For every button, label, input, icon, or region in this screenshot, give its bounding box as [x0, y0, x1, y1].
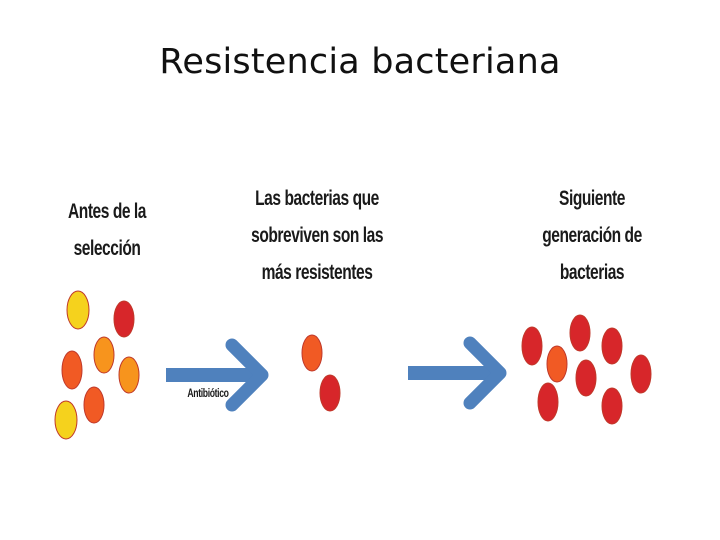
bacterium	[301, 334, 323, 372]
bacterium	[546, 345, 568, 383]
bacterium	[113, 300, 135, 338]
arrow-group	[166, 336, 507, 412]
arrow-icon	[408, 336, 507, 410]
bacteria-group	[54, 290, 652, 440]
bacterium	[537, 382, 559, 422]
caption-line: generación de	[542, 224, 642, 247]
caption-survivors: Las bacterias que sobreviven son las más…	[251, 180, 383, 291]
bacterium	[54, 400, 78, 440]
bacterium	[521, 326, 543, 366]
bacterium	[66, 290, 90, 330]
bacterium	[569, 314, 591, 352]
arrow-head	[225, 338, 269, 412]
caption-before-selection: Antes de la selección	[56, 193, 158, 267]
caption-line: selección	[73, 237, 141, 260]
caption-line: Las bacterias que	[255, 187, 379, 210]
arrow-icon	[166, 338, 269, 412]
caption-next-generation: Siguiente generación de bacterias	[530, 180, 654, 291]
bacterium	[630, 354, 652, 394]
caption-line: Siguiente	[559, 187, 625, 210]
bacterium	[601, 387, 623, 425]
antibiotic-label: Antibiótico	[187, 386, 229, 400]
bacterium	[61, 350, 83, 390]
bacterium	[575, 359, 597, 397]
bacterium	[601, 327, 623, 365]
bacterium	[83, 386, 105, 424]
caption-line: Antes de la	[67, 200, 147, 223]
bacterium	[93, 336, 115, 374]
arrow-shaft	[408, 366, 494, 380]
caption-line: sobreviven son las	[251, 224, 384, 247]
slide-title: Resistencia bacteriana	[159, 42, 561, 82]
caption-line: bacterias	[559, 261, 625, 284]
caption-line: más resistentes	[261, 261, 373, 284]
arrow-head	[463, 336, 507, 410]
bacterium	[118, 356, 140, 394]
arrow-shaft	[166, 368, 256, 382]
bacterium	[319, 374, 341, 412]
